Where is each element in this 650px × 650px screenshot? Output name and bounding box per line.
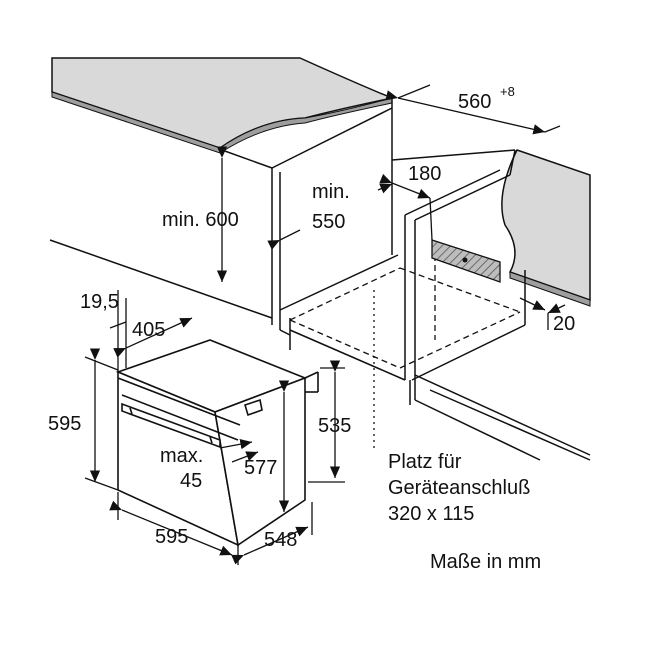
dim-560-tolerance: +8: [500, 84, 515, 99]
connection-note-line2: Geräteanschluß: [388, 477, 530, 499]
cavity-outline: [289, 245, 521, 369]
dimension-lines: [84, 84, 566, 565]
oven-handle: [121, 402, 221, 449]
dim-577: 577: [244, 457, 277, 479]
dim-548: 548: [264, 529, 297, 551]
units-note: Maße in mm: [430, 551, 541, 573]
cabinet-niche: [49, 98, 591, 461]
dim-595-height: 595: [48, 413, 81, 435]
connection-note-line1: Platz für: [388, 451, 462, 473]
countertop-left: [51, 57, 395, 154]
dim-max-45-line2: 45: [180, 470, 202, 492]
dim-min-550-line1: min.: [312, 181, 350, 203]
connection-point-icon: [462, 257, 468, 263]
countertop-right: [501, 149, 591, 307]
dim-180: 180: [408, 163, 441, 185]
dim-20: 20: [553, 313, 575, 335]
dim-535: 535: [318, 415, 351, 437]
dim-595-width: 595: [155, 526, 188, 548]
dim-560: 560: [458, 91, 491, 113]
dim-min-600: min. 600: [162, 209, 239, 231]
connection-note-line3: 320 x 115: [388, 503, 474, 525]
dim-min-550-line2: 550: [312, 211, 345, 233]
dim-405: 405: [132, 319, 165, 341]
dim-max-45-line1: max.: [160, 445, 203, 467]
dim-19-5: 19,5: [80, 291, 119, 313]
